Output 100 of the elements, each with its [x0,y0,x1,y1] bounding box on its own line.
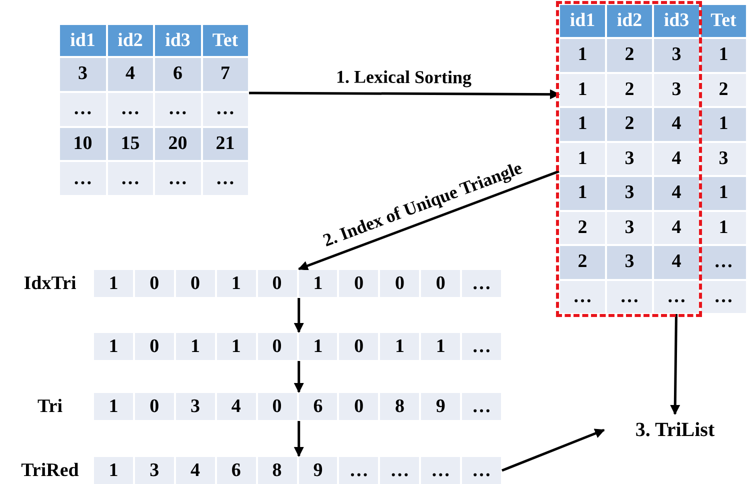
header-cell: id3 [155,25,200,56]
table-cell: 2 [701,74,746,106]
header-cell: Tet [202,25,248,56]
array-cell: 0 [339,333,378,360]
array-cell: 4 [216,393,256,420]
table-cell: 4 [108,58,153,91]
array-cell: 0 [258,393,296,420]
table-cell: 2 [607,39,652,72]
array-cell: … [380,457,420,484]
table-cell: 15 [108,128,153,160]
table-cell: … [654,280,699,313]
array-cell: 1 [216,270,256,297]
table-cell: 2 [560,212,605,244]
row-label: IdxTri [22,272,78,296]
table-cell: … [155,162,200,195]
array-cell: 1 [421,333,460,360]
header-cell: id2 [607,5,652,37]
table-cell: 3 [607,177,652,210]
array-cell: … [339,457,378,484]
table-cell: 4 [654,142,699,175]
header-cell: id3 [654,5,699,37]
table-cell: 2 [607,108,652,140]
table-cell: 3 [701,142,746,175]
array-cell: 6 [216,457,256,484]
arrow [670,314,680,415]
table-cell: 2 [560,246,605,278]
array-cell: 9 [421,393,460,420]
table-cell: 7 [202,58,248,91]
array-cell: 1 [380,333,420,360]
array-cell: 1 [216,333,256,360]
arrow [294,298,304,333]
table-cell: … [60,92,106,126]
table-cell: 21 [202,128,248,160]
table-cell: 4 [654,246,699,278]
table-cell: 1 [560,39,605,72]
table-cell: … [701,246,746,278]
array-cell: 0 [134,333,174,360]
arrow [502,428,605,472]
array-cell: 0 [176,270,215,297]
table-cell: … [701,280,746,313]
table-cell: 1 [560,108,605,140]
arrow [298,170,560,271]
table-cell: 4 [654,177,699,210]
data-table [60,25,248,195]
array-cell: … [462,393,501,420]
table-cell: 20 [155,128,200,160]
table-cell: 4 [654,108,699,140]
array-cell: 1 [298,270,338,297]
table-cell: 1 [701,39,746,72]
table-cell: 3 [607,246,652,278]
table-cell: 3 [654,39,699,72]
array-cell: 0 [258,270,296,297]
array-cell: … [421,457,460,484]
table-cell: 1 [701,177,746,210]
table-cell: … [108,162,153,195]
array-cell: 4 [176,457,215,484]
array-cell: 0 [380,270,420,297]
table-cell: 3 [654,74,699,106]
header-cell: id2 [108,25,153,56]
table-cell: 4 [654,212,699,244]
array-cell: 1 [94,457,133,484]
arrow [294,361,304,393]
array-cell: 3 [134,457,174,484]
table-cell: 1 [560,142,605,175]
array-cell: 9 [298,457,338,484]
array-cell: 1 [94,393,133,420]
array-cell: 0 [134,270,174,297]
table-cell: … [560,280,605,313]
array-cell: 8 [380,393,420,420]
table-cell: … [202,162,248,195]
table-cell: 1 [560,177,605,210]
array-cell: 0 [339,393,378,420]
header-cell: id1 [560,5,605,37]
step-label: 3. TriList [605,415,745,445]
array-cell: 8 [258,457,296,484]
arrow [249,89,560,100]
row-label: Tri [36,394,64,418]
table-cell: 10 [60,128,106,160]
table-cell: 1 [701,108,746,140]
array-cell: 0 [421,270,460,297]
array-cell: 1 [176,333,215,360]
array-cell: … [462,270,501,297]
array-cell: … [462,457,501,484]
array-cell: 1 [94,270,133,297]
table-cell: … [108,92,153,126]
table-cell: … [155,92,200,126]
table-cell: 6 [155,58,200,91]
table-cell: … [202,92,248,126]
array-cell: 3 [176,393,215,420]
arrow [294,421,304,457]
array-cell: 6 [298,393,338,420]
table-cell: 3 [607,142,652,175]
table-cell: 1 [701,212,746,244]
table-cell: 3 [60,58,106,91]
table-cell: 2 [607,74,652,106]
array-cell: 1 [298,333,338,360]
header-cell: id1 [60,25,106,56]
array-cell: 0 [339,270,378,297]
table-cell: … [607,280,652,313]
array-cell: 0 [134,393,174,420]
